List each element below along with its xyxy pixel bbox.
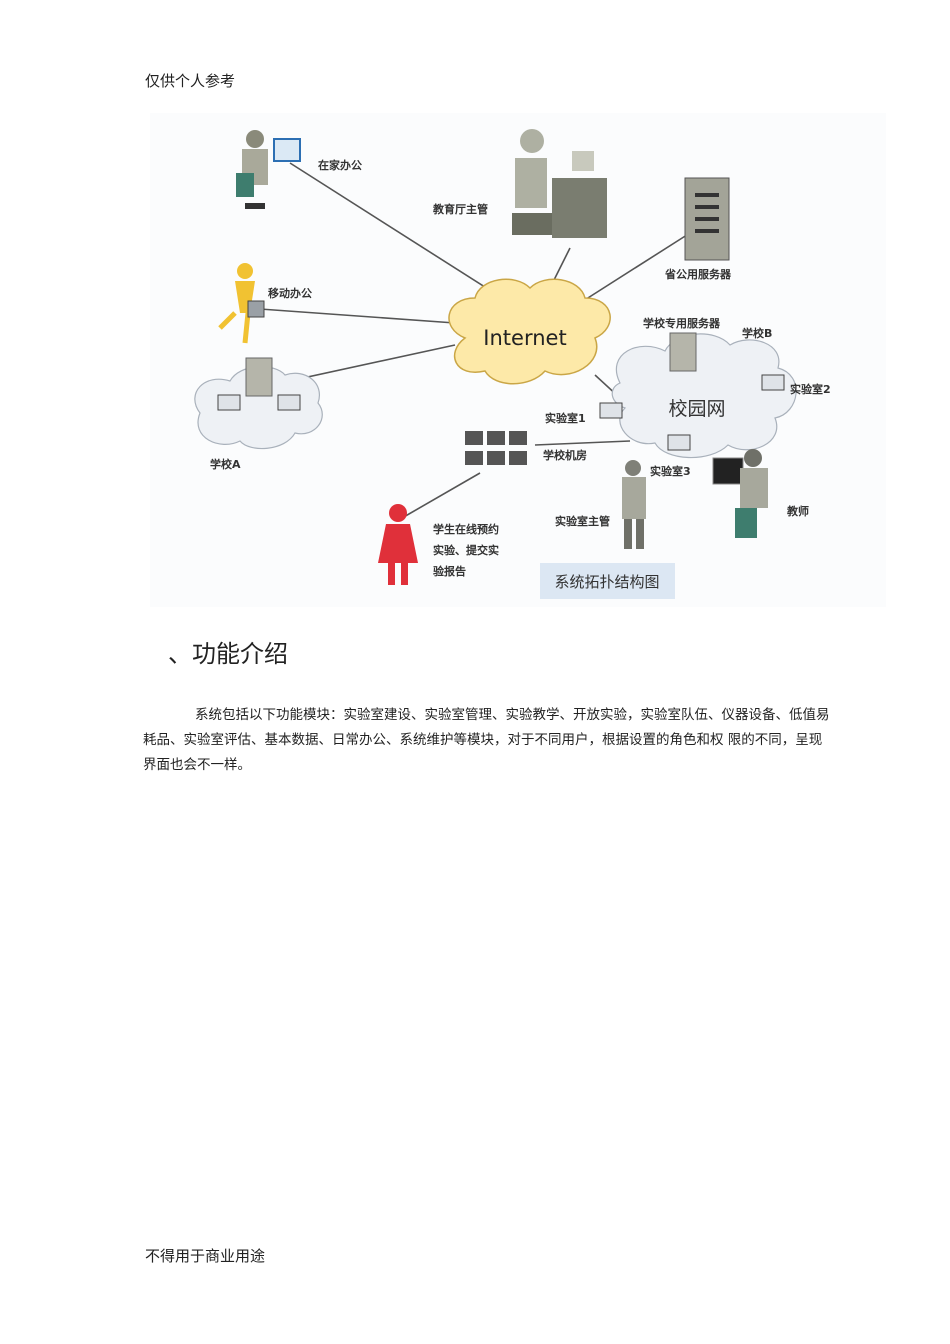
edu-admin-label: 教育厅主管 xyxy=(432,202,488,216)
computer-room-label: 学校机房 xyxy=(543,448,587,462)
school-a-cloud: 学校A xyxy=(194,357,323,471)
mobile-office-label: 移动办公 xyxy=(268,286,312,300)
lab-admin-person-icon: 实验室主管 xyxy=(555,460,646,549)
lab3-laptop-icon: 实验室3 xyxy=(650,434,691,478)
network-topology-diagram: Internet 校园网 学校A 在家办公 xyxy=(150,113,886,607)
function-intro-paragraph: 系统包括以下功能模块：实验室建设、实验室管理、实验教学、开放实验，实验室队伍、仪… xyxy=(143,703,833,778)
school-server-icon: 学校专用服务器 学校B xyxy=(643,316,772,372)
lab-admin-label: 实验室主管 xyxy=(555,514,610,528)
lab1-laptop-icon: 实验室1 xyxy=(545,402,623,425)
mobile-office-person-icon: 移动办公 xyxy=(218,263,312,344)
internet-label: Internet xyxy=(483,326,566,350)
school-server-label: 学校专用服务器 xyxy=(643,316,721,330)
campus-net-label: 校园网 xyxy=(668,398,725,420)
public-server-label: 省公用服务器 xyxy=(664,267,732,281)
school-a-server-icon xyxy=(245,357,273,397)
lab1-label: 实验室1 xyxy=(545,411,586,425)
student-label-line1: 学生在线预约 xyxy=(433,522,499,536)
student-person-icon: 学生在线预约 实验、提交实 验报告 xyxy=(378,504,499,585)
header-note: 仅供个人参考 xyxy=(145,72,236,90)
home-office-label: 在家办公 xyxy=(318,158,362,172)
lab2-laptop-icon: 实验室2 xyxy=(761,374,831,396)
student-label-line2: 实验、提交实 xyxy=(433,543,499,557)
edu-admin-person-icon: 教育厅主管 xyxy=(432,129,607,238)
lab2-label: 实验室2 xyxy=(790,382,831,396)
teacher-person-icon: 教师 xyxy=(712,449,809,538)
footer-note: 不得用于商业用途 xyxy=(145,1247,266,1265)
public-server-icon: 省公用服务器 xyxy=(664,177,732,281)
teacher-label: 教师 xyxy=(786,504,809,518)
home-office-person-icon: 在家办公 xyxy=(236,130,362,209)
school-b-label: 学校B xyxy=(742,326,772,340)
school-a-laptop-icon xyxy=(277,394,301,411)
section-title: 、功能介绍 xyxy=(168,640,288,668)
lab3-label: 实验室3 xyxy=(650,464,691,478)
paragraph-text: 系统包括以下功能模块：实验室建设、实验室管理、实验教学、开放实验，实验室队伍、仪… xyxy=(143,707,830,773)
diagram-caption-text: 系统拓扑结构图 xyxy=(554,573,659,591)
school-a-laptop-icon xyxy=(217,394,241,411)
campus-network-cloud: 校园网 xyxy=(611,333,797,459)
student-label-line3: 验报告 xyxy=(433,564,466,578)
computer-room-icon: 学校机房 xyxy=(465,431,587,465)
diagram-caption: 系统拓扑结构图 xyxy=(540,563,675,599)
school-a-label: 学校A xyxy=(210,457,241,471)
internet-cloud: Internet xyxy=(448,278,611,385)
